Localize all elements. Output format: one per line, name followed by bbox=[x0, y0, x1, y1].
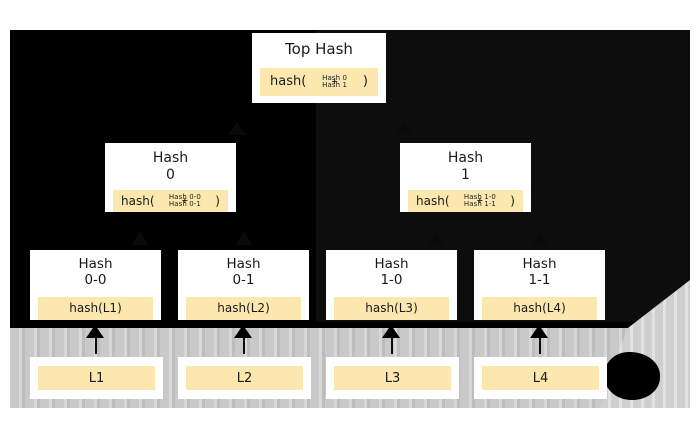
top-hash-title: Top Hash bbox=[285, 40, 353, 58]
hash-0-prefix: hash( bbox=[121, 194, 155, 209]
hash-1-operands: Hash 1-0 + Hash 1-1 bbox=[464, 193, 496, 209]
hash-0-1-title-line1: Hash bbox=[226, 256, 261, 272]
hash-0-0-title-line1: Hash bbox=[78, 256, 113, 272]
hash-1-1-title-line1: Hash bbox=[522, 256, 557, 272]
hash-0-1-label: hash(L2) bbox=[186, 296, 301, 320]
hash-0-title: Hash 0 bbox=[153, 150, 188, 183]
top-hash-operand-bottom: Hash 1 bbox=[322, 80, 348, 89]
hash-1-1-title-line2: 1-1 bbox=[528, 271, 551, 288]
connector-arrow-hash10 bbox=[427, 232, 445, 245]
hash-1-0-label: hash(L3) bbox=[334, 296, 449, 320]
hash-0-operand-plus: + bbox=[181, 196, 189, 206]
data-block-l1[interactable]: L1 bbox=[30, 357, 163, 399]
hash-1-prefix: hash( bbox=[416, 194, 450, 209]
hash-1-operand-bottom: Hash 1-1 bbox=[463, 200, 496, 209]
texture-band-edge bbox=[10, 322, 690, 328]
top-hash-expression: hash( Hash 0 + Hash 1 ) bbox=[260, 67, 378, 96]
hash-0-title-line1: Hash bbox=[152, 150, 189, 166]
hash-1-suffix: ) bbox=[510, 194, 515, 209]
hash-0-expression: hash( Hash 0-0 + Hash 0-1 ) bbox=[113, 190, 228, 212]
connector-arrow-l4 bbox=[530, 325, 548, 338]
hash-1-operand-plus: + bbox=[476, 196, 484, 206]
hash-1-title-line1: Hash bbox=[447, 150, 484, 166]
hash-0-1-title-line2: 0-1 bbox=[232, 271, 255, 288]
hash-1-0-title-line2: 1-0 bbox=[380, 271, 403, 288]
hash-1-1-label: hash(L4) bbox=[482, 296, 597, 320]
data-block-l3[interactable]: L3 bbox=[326, 357, 459, 399]
hash-0-title-line2: 0 bbox=[166, 166, 175, 183]
hash-0-operand-top: Hash 0-0 bbox=[168, 193, 201, 202]
hash-0-suffix: ) bbox=[215, 194, 220, 209]
data-block-l2-label: L2 bbox=[186, 366, 303, 390]
connector-arrow-l1 bbox=[86, 325, 104, 338]
hash-0-0-title: Hash 0-0 bbox=[78, 256, 113, 289]
connector-arrow-l3 bbox=[382, 325, 400, 338]
top-hash-operand-plus: + bbox=[331, 76, 338, 86]
connector-stem-l2 bbox=[243, 336, 245, 354]
node-top-hash[interactable]: Top Hash hash( Hash 0 + Hash 1 ) bbox=[252, 33, 386, 103]
data-block-l2[interactable]: L2 bbox=[178, 357, 311, 399]
hash-0-0-label: hash(L1) bbox=[38, 296, 153, 320]
connector-stem-l4 bbox=[539, 336, 541, 354]
connector-stem-l3 bbox=[391, 336, 393, 354]
hash-1-0-title-line1: Hash bbox=[374, 256, 409, 272]
hash-0-operand-bottom: Hash 0-1 bbox=[168, 200, 201, 209]
node-hash-0-1[interactable]: Hash 0-1 hash(L2) bbox=[178, 250, 309, 320]
connector-arrow-l2 bbox=[234, 325, 252, 338]
top-hash-operand-top: Hash 0 bbox=[322, 73, 348, 82]
data-block-l1-label: L1 bbox=[38, 366, 155, 390]
top-hash-suffix: ) bbox=[362, 74, 368, 90]
hash-0-1-title: Hash 0-1 bbox=[226, 256, 261, 289]
node-hash-1[interactable]: Hash 1 hash( Hash 1-0 + Hash 1-1 ) bbox=[400, 143, 531, 212]
hash-0-operands: Hash 0-0 + Hash 0-1 bbox=[169, 193, 201, 209]
hash-1-1-title: Hash 1-1 bbox=[522, 256, 557, 289]
connector-arrow-hash11 bbox=[531, 232, 549, 245]
data-block-l3-label: L3 bbox=[334, 366, 451, 390]
connector-arrow-hash1 bbox=[396, 122, 414, 135]
hash-1-operand-top: Hash 1-0 bbox=[463, 193, 496, 202]
data-block-l4-label: L4 bbox=[482, 366, 599, 390]
top-hash-operands: Hash 0 + Hash 1 bbox=[322, 74, 347, 90]
connector-stem-l1 bbox=[95, 336, 97, 354]
black-blob-decoration bbox=[604, 352, 660, 400]
hash-1-expression: hash( Hash 1-0 + Hash 1-1 ) bbox=[408, 190, 523, 212]
top-hash-prefix: hash( bbox=[270, 74, 307, 90]
hash-0-0-title-line2: 0-0 bbox=[84, 271, 107, 288]
hash-1-0-title: Hash 1-0 bbox=[374, 256, 409, 289]
node-hash-1-0[interactable]: Hash 1-0 hash(L3) bbox=[326, 250, 457, 320]
data-block-l4[interactable]: L4 bbox=[474, 357, 607, 399]
node-hash-0-0[interactable]: Hash 0-0 hash(L1) bbox=[30, 250, 161, 320]
connector-arrow-hash00 bbox=[131, 232, 149, 245]
node-hash-0[interactable]: Hash 0 hash( Hash 0-0 + Hash 0-1 ) bbox=[105, 143, 236, 212]
hash-1-title-line2: 1 bbox=[461, 166, 470, 183]
connector-arrow-hash0 bbox=[228, 122, 246, 135]
connector-arrow-hash01 bbox=[235, 232, 253, 245]
node-hash-1-1[interactable]: Hash 1-1 hash(L4) bbox=[474, 250, 605, 320]
hash-1-title: Hash 1 bbox=[448, 150, 483, 183]
